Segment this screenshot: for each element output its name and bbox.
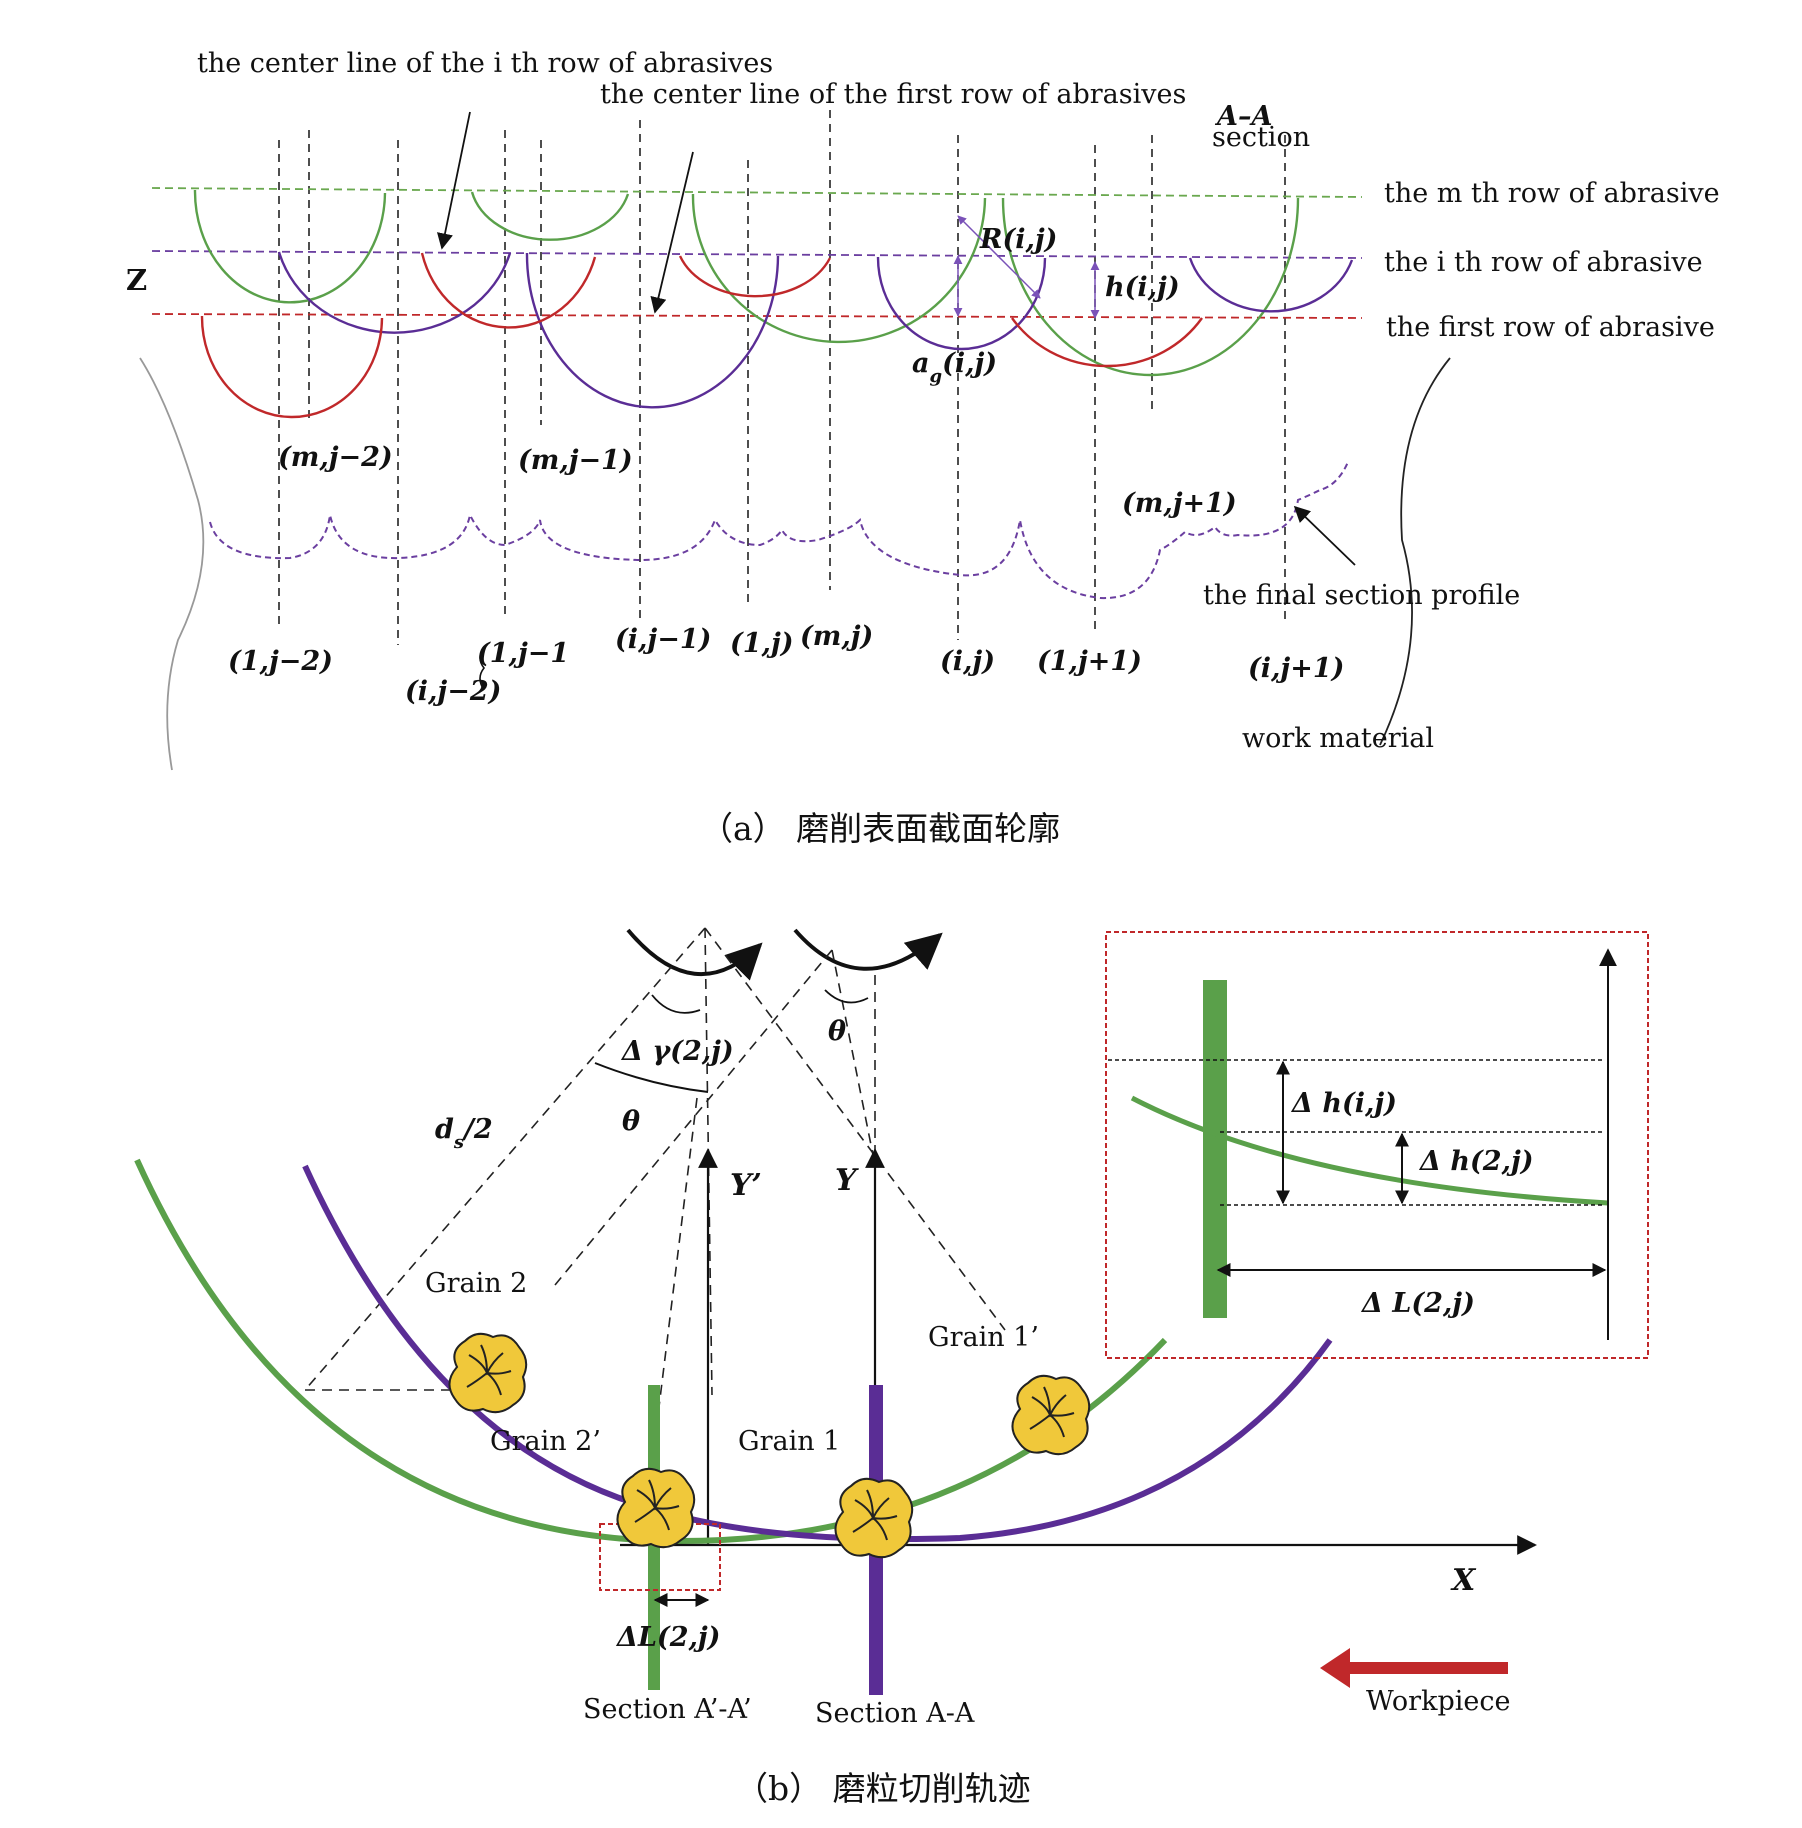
section-label-word: section (1212, 122, 1310, 153)
work-material-right-edge (1379, 357, 1451, 746)
idx-i-jm1: (i,j−1) (615, 624, 711, 655)
panel-a: the center line of the i th row of abras… (126, 48, 1720, 848)
inset-green-curve (1130, 1095, 1609, 1206)
theta-right-label: θ (828, 1016, 846, 1047)
brace (479, 647, 486, 691)
row-m-line (151, 187, 1363, 198)
annot-ith-center: the center line of the i th row of abras… (197, 48, 773, 79)
inset-dh-2-label: Δ h(2,j) (1418, 1146, 1533, 1177)
purple-trajectory (302, 1164, 1333, 1543)
final-profile-label: the final section profile (1203, 580, 1520, 611)
idx-m-jm2: (m,j−2) (278, 442, 393, 473)
inset-frame (1105, 931, 1649, 1359)
y-prime-label: Y’ (730, 1168, 762, 1203)
angle-arc-theta-right (824, 989, 869, 1004)
grain2p-label: Grain 2’ (490, 1426, 601, 1457)
inset: Δ h(i,j) Δ h(2,j) Δ L(2,j) (1105, 931, 1649, 1359)
workpiece-label: Workpiece (1366, 1686, 1510, 1717)
construction-lines (304, 927, 1006, 1481)
ith-center-arrow (437, 111, 471, 250)
x-label: X (1450, 1563, 1477, 1598)
axis-z-label: Z (126, 263, 147, 297)
idx-1-j: (1,j) (730, 628, 794, 659)
red-arcs (200, 252, 1203, 419)
rotation-arrow-right (793, 928, 943, 971)
idx-1-jp1: (1,j+1) (1037, 646, 1142, 677)
y-label: Y (835, 1163, 859, 1198)
rotation-arrow-left (626, 928, 763, 981)
inset-dh-i-label: Δ h(i,j) (1290, 1088, 1397, 1119)
row-i-label: the i th row of abrasive (1384, 247, 1703, 278)
final-section-profile (209, 461, 1349, 600)
sym-ag: ag(i,j) (912, 348, 997, 387)
workpiece-arrowhead (1320, 1648, 1350, 1688)
annot-first-center: the center line of the first row of abra… (600, 79, 1186, 110)
grain1p-label: Grain 1’ (928, 1322, 1039, 1353)
delta-gamma-label: Δ γ(2,j) (620, 1036, 734, 1067)
grain1-label: Grain 1 (738, 1426, 840, 1457)
section-label-aa: A–A (1214, 101, 1272, 132)
row-m-label: the m th row of abrasive (1384, 178, 1720, 209)
theta-left-label: θ (622, 1106, 640, 1137)
grain-1-icon (834, 1477, 914, 1559)
section-a-label: Section A-A (815, 1698, 975, 1729)
angle-arc-small-left (651, 994, 701, 1014)
idx-i-jp1: (i,j+1) (1248, 653, 1344, 684)
R-dimension (957, 215, 1041, 299)
work-material-label: work material (1242, 723, 1434, 754)
idx-m-jm1: (m,j−1) (518, 445, 633, 476)
sym-h: h(i,j) (1105, 272, 1180, 303)
sym-R: R(i,j) (979, 224, 1057, 255)
purple-arcs (277, 251, 1354, 409)
idx-i-j: (i,j) (940, 646, 995, 677)
idx-1-jm2: (1,j−2) (228, 646, 333, 677)
row-first-label: the first row of abrasive (1386, 312, 1715, 343)
caption-b: （b） 磨粒切削轨迹 (735, 1769, 1031, 1808)
dL-label: ΔL(2,j) (615, 1622, 720, 1653)
ds-label: ds/2 (435, 1114, 493, 1153)
angle-arc-gamma (594, 1062, 709, 1093)
grain-2p-icon (616, 1467, 696, 1549)
row-i-line (151, 250, 1363, 259)
grain2-label: Grain 2 (425, 1268, 527, 1299)
idx-m-jp1: (m,j+1) (1122, 488, 1237, 519)
first-center-arrow (650, 151, 694, 314)
idx-1-jm1: (1,j−1 (477, 638, 569, 669)
grain-2-icon (448, 1332, 528, 1414)
idx-m-j: (m,j) (800, 621, 873, 652)
caption-a: （a） 磨削表面截面轮廓 (700, 809, 1060, 848)
inset-green-bar (1203, 980, 1227, 1318)
panel-b: Δ h(i,j) Δ h(2,j) Δ L(2,j) Δ γ(2,j) θ θ … (134, 927, 1649, 1808)
work-material-left-edge (139, 357, 205, 771)
final-profile-arrow (1293, 505, 1356, 566)
section-ap-label: Section A’-A’ (583, 1694, 752, 1725)
inset-dL-label: Δ L(2,j) (1360, 1288, 1475, 1319)
idx-i-jm2: (i,j−2) (405, 676, 501, 707)
grain-1p-icon (1011, 1374, 1091, 1456)
